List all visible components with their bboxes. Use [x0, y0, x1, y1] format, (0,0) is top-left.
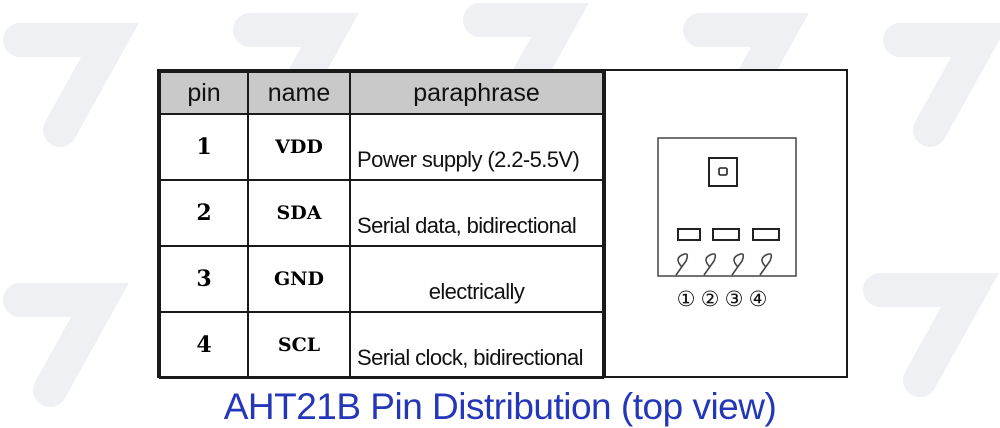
header-pin: pin	[159, 71, 249, 115]
table-row: 1 VDD Power supply (2.2-5.5V)	[159, 113, 604, 181]
pad-1	[677, 228, 701, 241]
table-row: 4 SCL Serial clock, bidirectional	[159, 311, 604, 379]
pin-name: SCL	[247, 311, 351, 379]
pin-description: electrically	[349, 245, 604, 313]
package-outline	[657, 137, 797, 277]
pin-name: SDA	[247, 179, 351, 247]
header-paraphrase: paraphrase	[349, 71, 604, 115]
pin-number: 4	[159, 311, 249, 379]
sensor-top-view-diagram: ① ② ③ ④	[657, 137, 797, 311]
pad-3	[752, 228, 780, 241]
lead-1	[675, 253, 689, 276]
header-name: name	[247, 71, 351, 115]
pin-description: Power supply (2.2-5.5V)	[349, 113, 604, 181]
pin-description: Serial data, bidirectional	[349, 179, 604, 247]
pin-table: pin name paraphrase 1 VDD Power supply (…	[159, 71, 604, 379]
figure-caption: AHT21B Pin Distribution (top view)	[223, 386, 777, 427]
pin-name: GND	[247, 245, 351, 313]
table-header-row: pin name paraphrase	[159, 71, 604, 115]
pin-label-2: ②	[701, 287, 720, 311]
lead-3	[731, 253, 745, 276]
pin-table-panel: pin name paraphrase 1 VDD Power supply (…	[157, 69, 848, 379]
table-row: 2 SDA Serial data, bidirectional	[159, 179, 604, 247]
sensor-window	[708, 157, 738, 187]
lead-4	[759, 253, 773, 276]
pin-name: VDD	[247, 113, 351, 181]
pin-number: 1	[159, 113, 249, 181]
pin-label-3: ③	[725, 287, 744, 311]
pin-label-4: ④	[749, 287, 768, 311]
pin-diagram-area: ① ② ③ ④	[604, 71, 846, 376]
pin-number: 2	[159, 179, 249, 247]
pin-label-1: ①	[677, 287, 696, 311]
pin-description: Serial clock, bidirectional	[349, 311, 604, 379]
table-row: 3 GND electrically	[159, 245, 604, 313]
lead-2	[703, 253, 717, 276]
sensor-window-inner	[718, 167, 728, 176]
pad-2	[712, 228, 740, 241]
pin-number: 3	[159, 245, 249, 313]
